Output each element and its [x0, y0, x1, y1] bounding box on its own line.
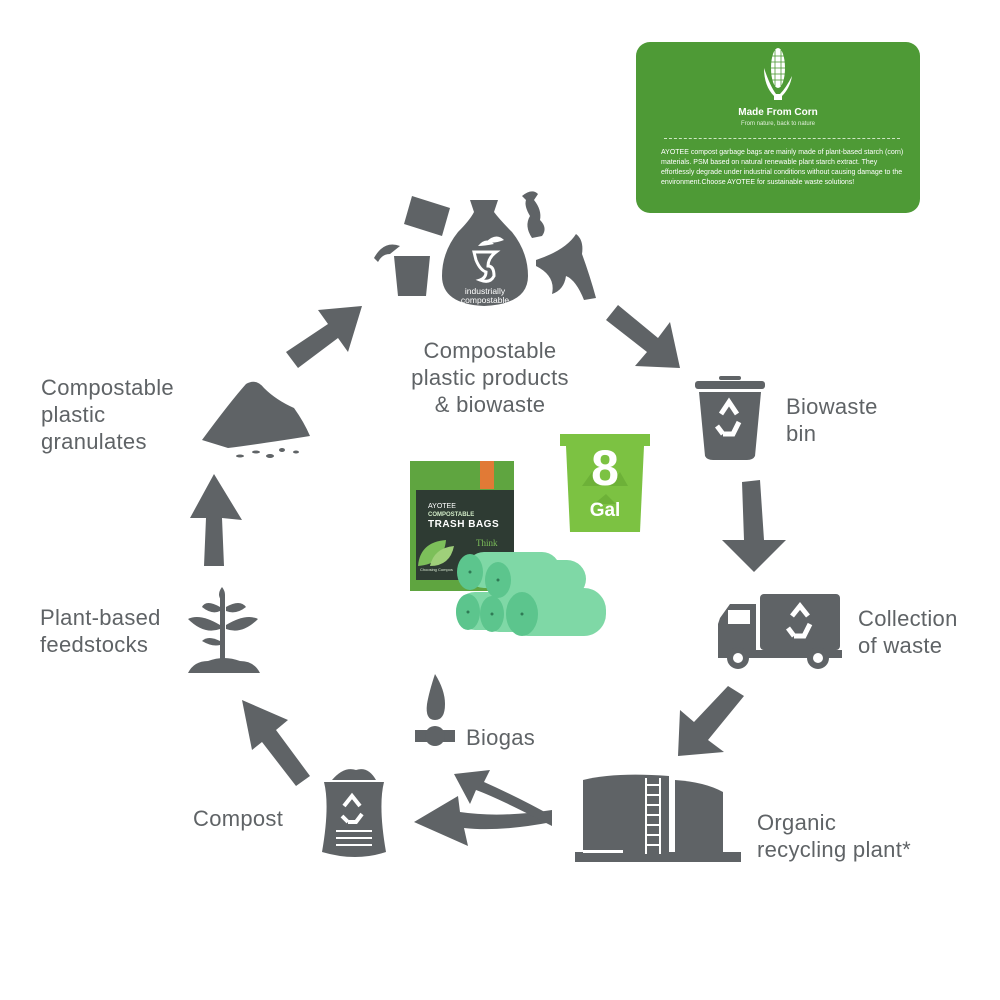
product-category: COMPOSTABLE: [428, 512, 475, 518]
cup-icon: [374, 244, 430, 296]
product-brand: AYOTEE: [428, 503, 456, 510]
recycling-truck-icon: [718, 594, 842, 669]
recycle-bin-icon: [695, 376, 765, 460]
bag-rolls: [456, 552, 606, 636]
product-tagline: Think: [476, 538, 498, 548]
leaf-icon: [418, 540, 454, 566]
arrow-to-biogas: [454, 770, 552, 826]
bag-badge-line2: compostable: [461, 295, 509, 305]
wrapper-icon: [404, 196, 450, 236]
arrow-to-granulates: [190, 474, 242, 566]
stage-label-feedstocks: Plant-based feedstocks: [40, 605, 161, 657]
size-badge: 8 Gal: [560, 434, 650, 534]
product-box-tab: [480, 461, 494, 489]
size-number: 8: [591, 440, 619, 496]
arrow-to-feedstocks: [242, 700, 310, 786]
plant-sprout-icon: [188, 587, 260, 673]
recycling-plant-icon: [575, 774, 741, 862]
arrow-to-products: [286, 306, 362, 368]
arrow-to-truck: [722, 480, 786, 572]
gas-flame-icon: [415, 674, 455, 746]
product-name: TRASH BAGS: [428, 519, 500, 530]
apple-core-icon: [522, 191, 545, 238]
card-title: Made From Corn: [738, 107, 818, 118]
bucket-icon: [560, 434, 650, 532]
granulate-pile-icon: [202, 381, 310, 458]
stage-label-recycling-plant: Organic recycling plant*: [757, 810, 911, 862]
stage-label-biogas: Biogas: [466, 725, 536, 750]
compostable-products-icon-group: industrially compostable: [374, 191, 596, 306]
corn-icon: [764, 48, 792, 100]
card-description: AYOTEE compost garbage bags are mainly m…: [661, 149, 904, 186]
stage-label-collection: Collection of waste: [858, 606, 958, 658]
product-footer: Choosing Compos: [420, 567, 453, 572]
card-divider: [664, 138, 900, 139]
bag-badge-line1: industrially: [465, 286, 506, 296]
stage-label-compost: Compost: [193, 806, 284, 831]
card-subtitle: From nature, back to nature: [740, 121, 816, 127]
stage-label-compostable-products: Compostable plastic products & biowaste: [411, 338, 569, 417]
stage-label-granulates: Compostable plastic granulates: [41, 375, 174, 454]
compost-sack-icon: [322, 769, 386, 857]
arrow-to-plant: [678, 686, 744, 756]
made-from-corn-card: Made From Corn From nature, back to natu…: [636, 42, 920, 213]
arrow-to-bin: [606, 305, 680, 368]
banana-peel-icon: [536, 234, 596, 300]
arrow-to-compost: [414, 796, 552, 846]
stage-label-biowaste-bin: Biowaste bin: [786, 394, 878, 446]
size-unit: Gal: [589, 500, 621, 521]
